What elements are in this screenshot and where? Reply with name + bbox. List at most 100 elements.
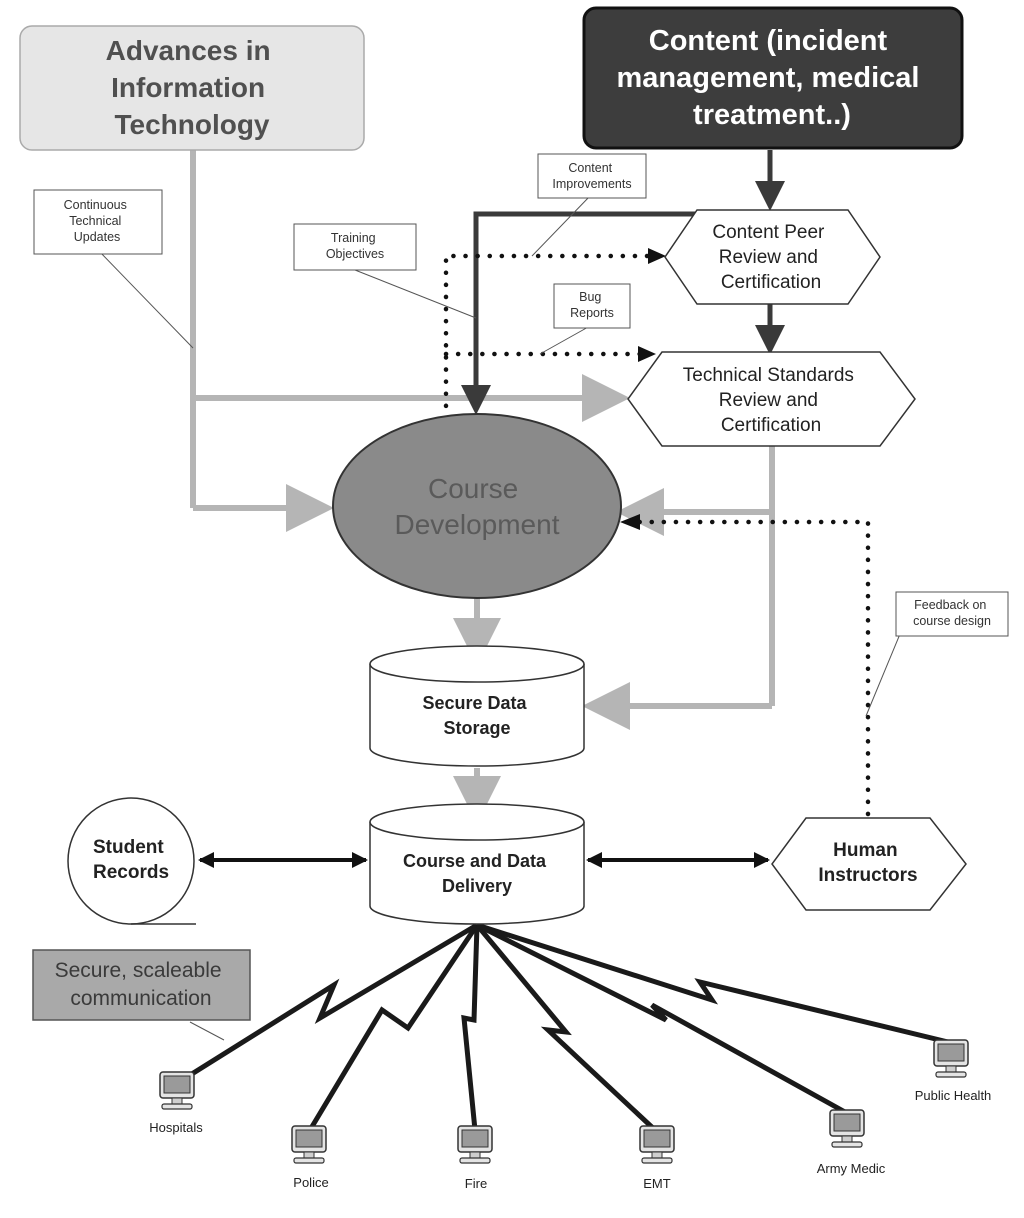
- svg-text:Human Instructors: Human Instructors: [818, 840, 917, 886]
- peer-review-line-3: Certification: [721, 272, 821, 293]
- advances-line-2: Information: [111, 72, 265, 103]
- tech-standards-node: Technical Standards Review and Certifica…: [627, 351, 916, 447]
- svg-text:Content Improvements: Content Improvements: [552, 161, 631, 191]
- course-dev-to-peer-review-dotted-arrow: [443, 253, 661, 421]
- content-line-1: Content (incident: [649, 25, 888, 57]
- continuous-line-2: Technical: [69, 214, 121, 228]
- advances-node: Advances in Information Technology: [19, 25, 365, 151]
- course-dev-node: Course Development: [332, 413, 622, 599]
- tech-standards-line-3: Certification: [721, 415, 821, 436]
- peer-review-line-2: Review and: [719, 247, 818, 268]
- endpoint-label: EMT: [643, 1176, 671, 1191]
- dotted-arrowheads: [620, 248, 666, 530]
- svg-text:Bug Reports: Bug Reports: [570, 290, 614, 320]
- svg-text:Course and Data Delivery: Course and Data Delivery: [403, 851, 551, 896]
- student-records-line-2: Records: [93, 862, 169, 883]
- computer-terminal-icon: [933, 1039, 969, 1078]
- svg-text:Content (incident manage: Content (incident management, medical tr…: [616, 25, 927, 131]
- endpoint-label: Army Medic: [817, 1161, 886, 1176]
- content-improvements-callout-line: [531, 195, 591, 257]
- svg-text:Secure, scaleable commun: Secure, scaleable communication: [55, 959, 228, 1010]
- bug-reports-line-1: Bug: [579, 290, 601, 304]
- course-dev-line-1: Course: [428, 473, 518, 504]
- svg-text:Content Peer Review and: Content Peer Review and Certification: [712, 222, 829, 293]
- course-dev-dotted-arrowhead: [620, 514, 640, 530]
- secure-comm-line-1: Secure, scaleable: [55, 959, 222, 982]
- secure-storage-line-1: Secure Data: [422, 693, 527, 713]
- advances-line-1: Advances in: [106, 35, 271, 66]
- feedback-line-1: Feedback on: [914, 598, 986, 612]
- continuous-callout-line: [97, 249, 194, 349]
- link-public-health: [476, 922, 949, 1045]
- svg-text:Advances in Information: Advances in Information Technology: [106, 35, 279, 140]
- student-records-node: Student Records: [67, 797, 196, 925]
- endpoint-label: Public Health: [915, 1088, 992, 1103]
- dotted-feedback-lines: [443, 253, 871, 817]
- svg-text:Continuous Technical: Continuous Technical Updates: [64, 198, 131, 244]
- instructors-feedback-dotted-arrow: [630, 519, 871, 817]
- link-hospitals: [177, 922, 479, 1085]
- peer-review-to-course-dev-arrow: [461, 211, 697, 415]
- content-line-2: management, medical: [616, 62, 919, 94]
- link-army-medic: [475, 922, 847, 1115]
- callout-lines: [97, 195, 901, 1041]
- computer-terminal-icon: [291, 1125, 327, 1164]
- content-improvements-line-1: Content: [568, 161, 612, 175]
- endpoint-police: Police: [291, 1125, 329, 1190]
- peer-review-line-1: Content Peer: [712, 222, 825, 243]
- student-records-line-1: Student: [93, 837, 164, 858]
- secure-comm-line-2: communication: [70, 987, 211, 1010]
- continuous-updates-note: Continuous Technical Updates: [33, 189, 163, 255]
- secure-comm-label: Secure, scaleable communication: [32, 949, 251, 1021]
- dark-flow-lines: [461, 150, 785, 415]
- training-line-1: Training: [331, 231, 376, 245]
- delivery-line-1: Course and Data: [403, 851, 547, 871]
- lightning-links: [177, 922, 949, 1132]
- svg-text:Training Objectives: Training Objectives: [326, 231, 384, 261]
- feedback-callout-line: [865, 633, 901, 717]
- endpoint-public-health: Public Health: [915, 1039, 992, 1103]
- tech-standards-line-1: Technical Standards: [683, 365, 854, 386]
- endpoint-label: Hospitals: [149, 1120, 203, 1135]
- link-police: [307, 923, 480, 1132]
- endpoint-hospitals: Hospitals: [149, 1071, 203, 1135]
- grey-flow-lines: [190, 150, 775, 824]
- endpoint-label: Police: [293, 1175, 328, 1190]
- continuous-line-3: Updates: [74, 230, 121, 244]
- instructors-node: Human Instructors: [771, 817, 967, 911]
- training-callout-line: [354, 269, 477, 319]
- svg-text:Technical Standards Revi: Technical Standards Review and Certifica…: [683, 365, 859, 436]
- bug-reports-note: Bug Reports: [553, 283, 631, 329]
- computer-terminal-icon: [639, 1125, 675, 1164]
- instructors-line-2: Instructors: [818, 865, 917, 886]
- endpoint-army-medic: Army Medic: [817, 1109, 886, 1176]
- secure-storage-line-2: Storage: [443, 718, 510, 738]
- endpoint-emt: EMT: [639, 1125, 675, 1191]
- content-node: Content (incident management, medical tr…: [582, 6, 964, 150]
- bug-reports-callout-line: [539, 325, 591, 355]
- computer-terminal-icon: [829, 1109, 865, 1148]
- advances-line-3: Technology: [114, 109, 269, 140]
- tech-standards-dotted-arrowhead: [638, 346, 656, 362]
- feedback-line-2: course design: [913, 614, 991, 628]
- peer-review-dotted-arrowhead: [648, 248, 666, 264]
- endpoint-label: Fire: [465, 1176, 487, 1191]
- training-objectives-note: Training Objectives: [293, 223, 417, 271]
- svg-text:Course Development: Course Development: [395, 473, 560, 540]
- peer-review-node: Content Peer Review and Certification: [664, 209, 881, 305]
- bug-reports-line-2: Reports: [570, 306, 614, 320]
- delivery-node: Course and Data Delivery: [369, 803, 585, 925]
- endpoint-fire: Fire: [457, 1125, 493, 1191]
- content-improvements-note: Content Improvements: [537, 153, 647, 199]
- computer-terminal-icon: [159, 1071, 195, 1110]
- instructors-line-1: Human: [833, 840, 897, 861]
- delivery-line-2: Delivery: [442, 876, 512, 896]
- content-line-3: treatment..): [693, 99, 851, 131]
- svg-text:Student Records: Student Records: [93, 837, 169, 883]
- continuous-line-1: Continuous: [64, 198, 127, 212]
- comm-callout-line: [189, 1021, 225, 1041]
- link-fire: [461, 924, 480, 1131]
- feedback-note: Feedback on course design: [895, 591, 1009, 637]
- svg-text:Feedback on course desig: Feedback on course design: [913, 598, 991, 628]
